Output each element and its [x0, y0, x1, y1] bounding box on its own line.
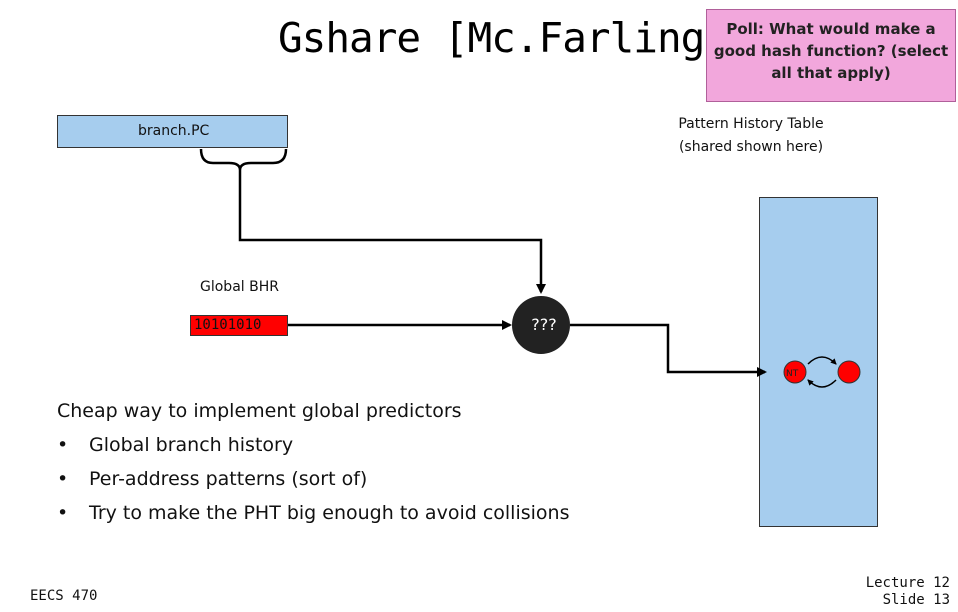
hash-to-pht-wire	[570, 323, 767, 377]
pattern-history-table	[759, 197, 878, 527]
bullet-text: Per-address patterns (sort of)	[89, 468, 368, 490]
branch-pc-register	[57, 115, 288, 148]
footer-slide: Slide 13	[882, 592, 950, 608]
pc-bit-brace	[199, 148, 288, 171]
pht-label-line1: Pattern History Table	[678, 116, 824, 132]
pc-to-hash-wire	[238, 170, 546, 294]
bullet-item: • Per-address patterns (sort of)	[57, 462, 569, 496]
hash-function-node	[512, 296, 570, 354]
bullet-text: Global branch history	[89, 434, 294, 456]
branch-pc-label: branch.PC	[138, 123, 210, 139]
global-bhr-label: Global BHR	[200, 279, 279, 295]
footer-course: EECS 470	[30, 588, 98, 604]
state-transition-bottom	[807, 379, 837, 388]
state-node-nt	[783, 360, 807, 384]
bullet-item: • Global branch history	[57, 428, 569, 462]
pht-label: Pattern History Table (shared shown here…	[656, 113, 846, 159]
bullets-heading: Cheap way to implement global predictors	[57, 400, 462, 422]
bullet-item: • Try to make the PHT big enough to avoid…	[57, 496, 569, 530]
poll-box: Poll: What would make a good hash functi…	[706, 9, 956, 102]
bullet-glyph: •	[57, 502, 69, 524]
global-bhr-value: 10101010	[194, 317, 262, 333]
bullet-glyph: •	[57, 468, 69, 490]
footer-lecture: Lecture 12	[865, 575, 950, 591]
bullet-glyph: •	[57, 434, 69, 456]
slide-title: Gshare [Mc.Farling]	[278, 14, 729, 62]
bullet-text: Try to make the PHT big enough to avoid …	[89, 502, 570, 524]
global-bhr-register	[190, 315, 288, 336]
state-node-t	[837, 360, 861, 384]
bullet-list: Cheap way to implement global predictors…	[57, 394, 569, 530]
footer-lecture-info: Lecture 12 Slide 13	[860, 575, 950, 609]
state-nt-label: NT	[786, 369, 799, 379]
state-transition-top	[807, 356, 837, 365]
pht-label-line2: (shared shown here)	[678, 139, 824, 155]
hash-function-label: ???	[531, 315, 557, 334]
